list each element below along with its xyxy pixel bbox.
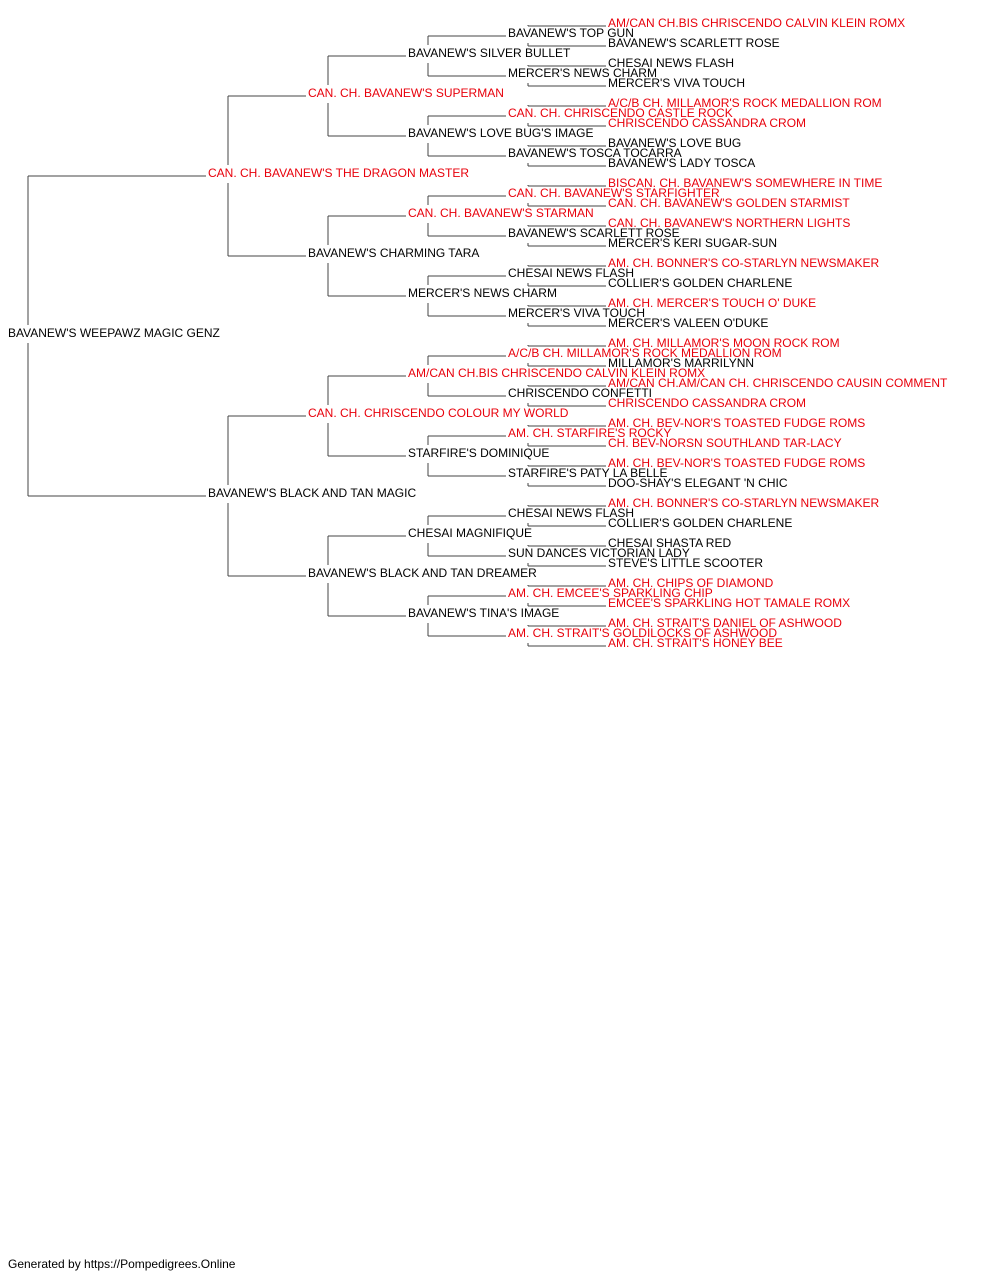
dog-name-gen4: AM. CH. STRAIT'S GOLDILOCKS OF ASHWOOD: [508, 626, 777, 640]
dog-name-gen5: AM. CH. MILLAMOR'S MOON ROCK ROM: [608, 336, 840, 350]
footer-credit: Generated by https://Pompedigrees.Online: [8, 1257, 236, 1271]
dog-name-gen5: BAVANEW'S LADY TOSCA: [608, 156, 755, 170]
dog-name-gen5: BAVANEW'S LOVE BUG: [608, 136, 741, 150]
dog-name-gen5: MERCER'S VALEEN O'DUKE: [608, 316, 768, 330]
dog-name-gen4: AM. CH. STARFIRE'S ROCKY: [508, 426, 671, 440]
dog-name-gen1: BAVANEW'S BLACK AND TAN MAGIC: [208, 486, 416, 500]
dog-name-gen5: CHESAI NEWS FLASH: [608, 56, 734, 70]
dog-name-gen5: COLLIER'S GOLDEN CHARLENE: [608, 516, 792, 530]
dog-name-gen5: STEVE'S LITTLE SCOOTER: [608, 556, 763, 570]
dog-name-gen2: BAVANEW'S CHARMING TARA: [308, 246, 479, 260]
dog-name-gen4: BAVANEW'S TOP GUN: [508, 26, 634, 40]
dog-name-gen4: STARFIRE'S PATY LA BELLE: [508, 466, 667, 480]
dog-name-gen5: AM. CH. STRAIT'S DANIEL OF ASHWOOD: [608, 616, 842, 630]
dog-name-gen5: AM/CAN CH.BIS CHRISCENDO CALVIN KLEIN RO…: [608, 16, 905, 30]
dog-name-gen3: CAN. CH. BAVANEW'S STARMAN: [408, 206, 594, 220]
dog-name-gen5: AM. CH. MERCER'S TOUCH O' DUKE: [608, 296, 816, 310]
dog-name-gen4: CAN. CH. CHRISCENDO CASTLE ROCK: [508, 106, 733, 120]
dog-name-gen5: COLLIER'S GOLDEN CHARLENE: [608, 276, 792, 290]
dog-name-gen2: BAVANEW'S BLACK AND TAN DREAMER: [308, 566, 537, 580]
dog-name-gen5: AM. CH. CHIPS OF DIAMOND: [608, 576, 774, 590]
dog-name-gen5: MERCER'S VIVA TOUCH: [608, 76, 745, 90]
dog-name-gen0: BAVANEW'S WEEPAWZ MAGIC GENZ: [8, 326, 220, 340]
dog-name-gen5: A/C/B CH. MILLAMOR'S ROCK MEDALLION ROM: [608, 96, 882, 110]
dog-name-gen5: AM/CAN CH.AM/CAN CH. CHRISCENDO CAUSIN C…: [608, 376, 948, 390]
dog-name-gen4: BAVANEW'S SCARLETT ROSE: [508, 226, 680, 240]
dog-name-gen5: AM. CH. BONNER'S CO-STARLYN NEWSMAKER: [608, 256, 880, 270]
dog-name-gen5: CHRISCENDO CASSANDRA CROM: [608, 116, 806, 130]
dog-name-gen4: CAN. CH. BAVANEW'S STARFIGHTER: [508, 186, 720, 200]
dog-name-gen4: AM. CH. EMCEE'S SPARKLING CHIP: [508, 586, 713, 600]
dog-name-gen1: CAN. CH. BAVANEW'S THE DRAGON MASTER: [208, 166, 469, 180]
dog-name-gen2: CAN. CH. CHRISCENDO COLOUR MY WORLD: [308, 406, 569, 420]
dog-name-gen4: CHESAI NEWS FLASH: [508, 266, 634, 280]
dog-name-gen5: AM. CH. BEV-NOR'S TOASTED FUDGE ROMS: [608, 456, 865, 470]
dog-name-gen4: SUN DANCES VICTORIAN LADY: [508, 546, 690, 560]
dog-name-gen3: AM/CAN CH.BIS CHRISCENDO CALVIN KLEIN RO…: [408, 366, 705, 380]
dog-name-gen3: BAVANEW'S SILVER BULLET: [408, 46, 571, 60]
dog-name-gen4: MERCER'S VIVA TOUCH: [508, 306, 645, 320]
dog-name-gen5: CAN. CH. BAVANEW'S GOLDEN STARMIST: [608, 196, 850, 210]
dog-name-gen5: AM. CH. BONNER'S CO-STARLYN NEWSMAKER: [608, 496, 880, 510]
dog-name-gen5: AM. CH. STRAIT'S HONEY BEE: [608, 636, 783, 650]
dog-name-gen5: BAVANEW'S SCARLETT ROSE: [608, 36, 780, 50]
dog-name-gen3: CHESAI MAGNIFIQUE: [408, 526, 532, 540]
dog-name-gen5: MERCER'S KERI SUGAR-SUN: [608, 236, 777, 250]
dog-name-gen4: A/C/B CH. MILLAMOR'S ROCK MEDALLION ROM: [508, 346, 782, 360]
dog-name-gen5: AM. CH. BEV-NOR'S TOASTED FUDGE ROMS: [608, 416, 865, 430]
dog-name-gen5: BISCAN. CH. BAVANEW'S SOMEWHERE IN TIME: [608, 176, 882, 190]
dog-name-gen3: BAVANEW'S LOVE BUG'S IMAGE: [408, 126, 594, 140]
dog-name-gen2: CAN. CH. BAVANEW'S SUPERMAN: [308, 86, 504, 100]
dog-name-gen5: CAN. CH. BAVANEW'S NORTHERN LIGHTS: [608, 216, 850, 230]
dog-name-gen5: CHRISCENDO CASSANDRA CROM: [608, 396, 806, 410]
dog-name-gen4: CHESAI NEWS FLASH: [508, 506, 634, 520]
dog-name-gen5: CHESAI SHASTA RED: [608, 536, 731, 550]
dog-name-gen5: CH. BEV-NORSN SOUTHLAND TAR-LACY: [608, 436, 842, 450]
dog-name-gen5: MILLAMOR'S MARRILYNN: [608, 356, 754, 370]
dog-name-gen4: CHRISCENDO CONFETTI: [508, 386, 652, 400]
dog-name-gen3: STARFIRE'S DOMINIQUE: [408, 446, 549, 460]
dog-name-gen5: DOO-SHAY'S ELEGANT 'N CHIC: [608, 476, 788, 490]
dog-name-gen3: MERCER'S NEWS CHARM: [408, 286, 557, 300]
dog-name-gen4: MERCER'S NEWS CHARM: [508, 66, 657, 80]
dog-name-gen5: EMCEE'S SPARKLING HOT TAMALE ROMX: [608, 596, 850, 610]
dog-name-gen3: BAVANEW'S TINA'S IMAGE: [408, 606, 559, 620]
pedigree-tree: AM/CAN CH.BIS CHRISCENDO CALVIN KLEIN RO…: [8, 16, 948, 650]
dog-name-gen4: BAVANEW'S TOSCA TOCARRA: [508, 146, 682, 160]
